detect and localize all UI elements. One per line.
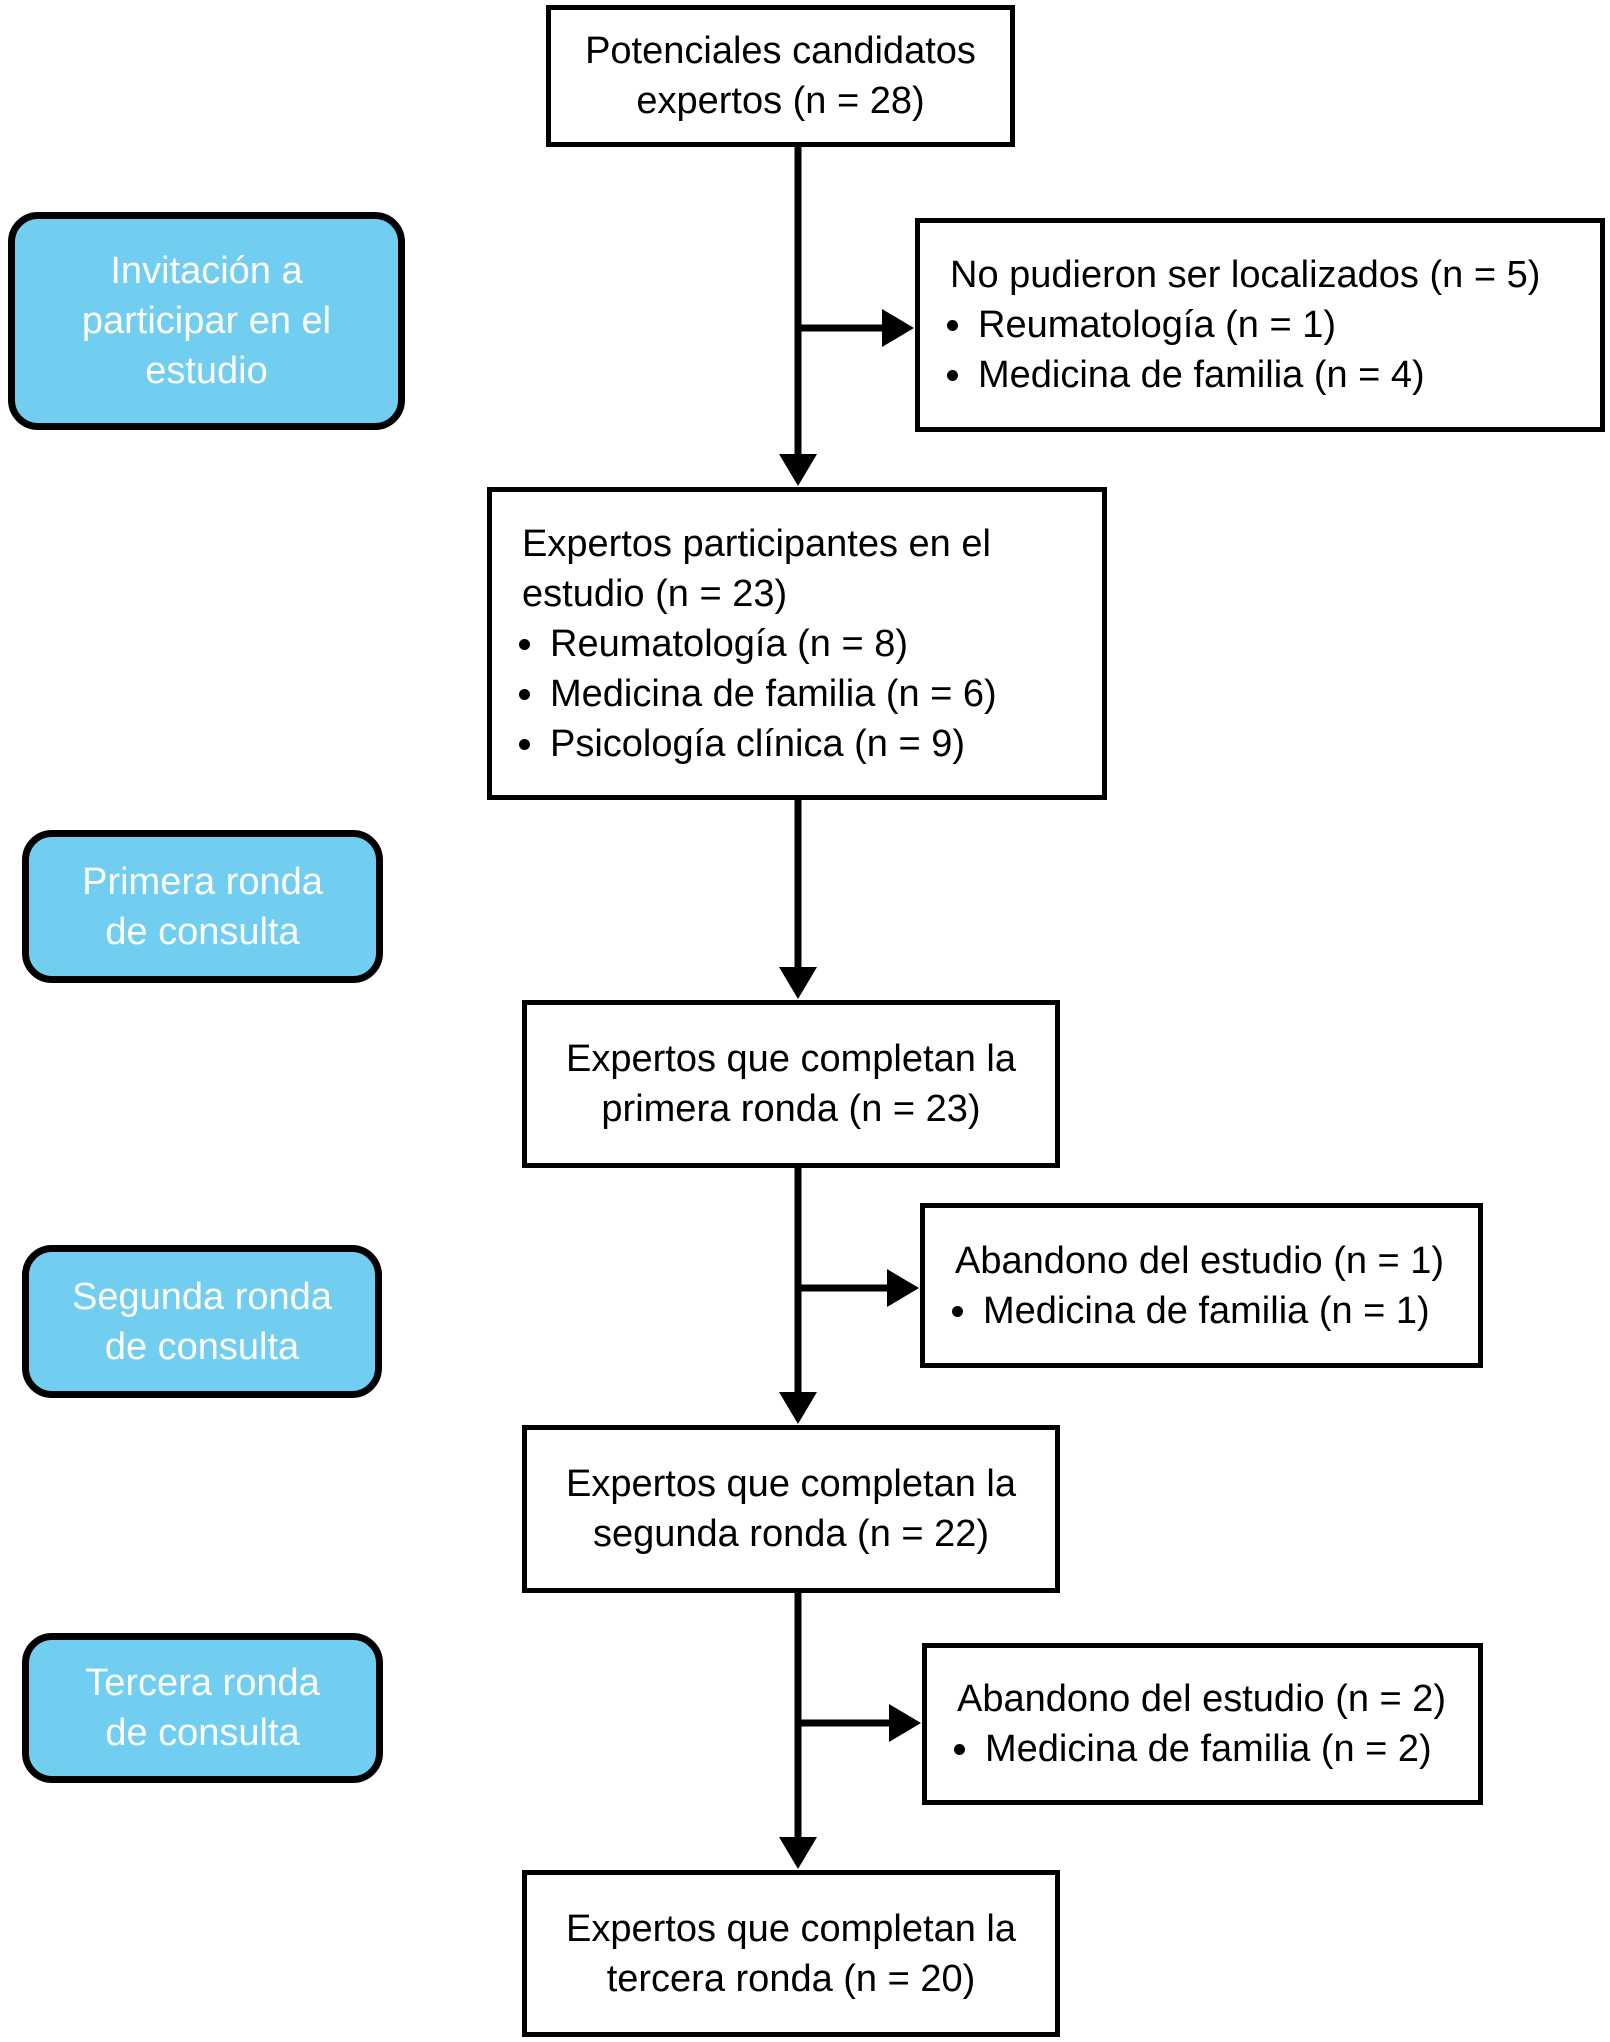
stage-text-line: Tercera ronda (85, 1662, 320, 1704)
node-text-line: Expertos que completan la (566, 1907, 1016, 1950)
stage-text-line: Segunda ronda (72, 1275, 332, 1318)
bullet-item: Psicología clínica (n = 9) (548, 719, 1094, 769)
arrowhead-down-icon (779, 1392, 817, 1424)
arrowhead-down-icon (779, 454, 817, 486)
node-dropout2: Abandono del estudio (n = 2) Medicina de… (922, 1643, 1483, 1805)
node-text-line: expertos (n = 28) (636, 80, 925, 122)
node-title: estudio (n = 23) (522, 572, 788, 615)
node-title: Expertos participantes en el (522, 522, 991, 565)
arrowhead-down-icon (779, 1837, 817, 1869)
node-text-line: Expertos que completan la (566, 1463, 1016, 1505)
bullet-list: Reumatología (n = 8) Medicina de familia… (522, 619, 1094, 769)
arrowhead-right-icon (882, 309, 914, 347)
arrowhead-right-icon (889, 1704, 921, 1742)
bullet-item: Medicina de familia (n = 1) (981, 1286, 1470, 1336)
node-round3-complete: Expertos que completan la tercera ronda … (522, 1870, 1060, 2037)
node-participants: Expertos participantes en el estudio (n … (487, 487, 1107, 800)
stage-text-line: de consulta (104, 1325, 300, 1368)
bullet-list: Medicina de familia (n = 2) (957, 1724, 1470, 1774)
arrowhead-right-icon (887, 1269, 919, 1307)
bullet-list: Reumatología (n = 1) Medicina de familia… (950, 300, 1592, 400)
node-text-line: tercera ronda (n = 20) (606, 1957, 976, 2000)
stage-third-round: Tercera ronda de consulta (22, 1633, 383, 1783)
stage-text-line: de consulta (105, 1712, 300, 1754)
node-title: Abandono del estudio (n = 1) (955, 1239, 1445, 1282)
stage-text-line: Invitación a (110, 250, 303, 292)
node-round2-complete: Expertos que completan la segunda ronda … (522, 1425, 1060, 1593)
node-dropout1: Abandono del estudio (n = 1) Medicina de… (920, 1203, 1483, 1368)
node-not-located: No pudieron ser localizados (n = 5) Reum… (915, 218, 1605, 432)
node-text-line: segunda ronda (n = 22) (592, 1513, 990, 1555)
arrowhead-down-icon (779, 967, 817, 999)
stage-text-line: de consulta (105, 910, 300, 953)
node-potential-candidates: Potenciales candidatos expertos (n = 28) (546, 5, 1015, 147)
bullet-item: Reumatología (n = 8) (548, 619, 1094, 669)
stage-text-line: Primera ronda (82, 860, 323, 903)
stage-invitation: Invitación a participar en el estudio (8, 212, 405, 430)
node-title: Abandono del estudio (n = 2) (957, 1678, 1447, 1720)
stage-first-round: Primera ronda de consulta (22, 830, 383, 983)
bullet-item: Medicina de familia (n = 2) (983, 1724, 1470, 1774)
node-text-line: Potenciales candidatos (585, 30, 976, 72)
bullet-list: Medicina de familia (n = 1) (955, 1286, 1470, 1336)
bullet-item: Medicina de familia (n = 4) (976, 350, 1592, 400)
stage-second-round: Segunda ronda de consulta (22, 1245, 382, 1398)
node-text-line: primera ronda (n = 23) (601, 1088, 981, 1130)
node-title: No pudieron ser localizados (n = 5) (950, 254, 1541, 296)
node-text-line: Expertos que completan la (566, 1038, 1016, 1080)
node-round1-complete: Expertos que completan la primera ronda … (522, 1000, 1060, 1168)
bullet-item: Medicina de familia (n = 6) (548, 669, 1094, 719)
stage-text-line: participar en el (81, 300, 332, 342)
stage-text-line: estudio (145, 350, 268, 392)
bullet-item: Reumatología (n = 1) (976, 300, 1592, 350)
